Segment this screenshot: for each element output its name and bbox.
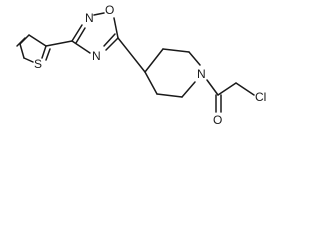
carbonyl-oxygen-label: O bbox=[213, 113, 222, 127]
bond bbox=[71, 40, 91, 54]
bond bbox=[41, 45, 47, 59]
bond bbox=[188, 51, 201, 66]
bond bbox=[45, 48, 51, 61]
bond bbox=[144, 71, 158, 95]
bond bbox=[75, 27, 86, 44]
thiophene-ring bbox=[16, 34, 51, 63]
thiophene-sulfur-label: S bbox=[34, 57, 42, 71]
bond bbox=[206, 79, 219, 96]
bond bbox=[45, 40, 73, 47]
bond bbox=[105, 37, 119, 51]
bond bbox=[217, 82, 237, 96]
bond bbox=[144, 48, 164, 73]
bond bbox=[235, 82, 255, 96]
bond bbox=[181, 81, 196, 98]
chlorine-label: Cl bbox=[255, 90, 266, 104]
bond bbox=[103, 33, 116, 47]
piperidine-ring bbox=[144, 48, 201, 98]
ring-nitrogen-left-label: N bbox=[85, 11, 94, 25]
bond bbox=[93, 12, 105, 16]
structure-canvas: N O N S N O Cl bbox=[16, 3, 267, 127]
molecule-structure: N O N S N O Cl bbox=[16, 3, 266, 127]
bond bbox=[28, 34, 47, 47]
bond bbox=[113, 17, 119, 39]
ring-nitrogen-bottom-label: N bbox=[92, 49, 101, 63]
bond bbox=[156, 93, 183, 98]
ring-oxygen-label: O bbox=[105, 3, 114, 17]
oxadiazole-ring bbox=[71, 12, 119, 54]
bond bbox=[117, 37, 146, 73]
bond bbox=[162, 48, 190, 53]
piperidine-nitrogen-label: N bbox=[197, 67, 206, 81]
bond bbox=[71, 24, 83, 42]
bond bbox=[16, 37, 26, 47]
bond bbox=[23, 57, 34, 63]
bond bbox=[19, 43, 25, 59]
